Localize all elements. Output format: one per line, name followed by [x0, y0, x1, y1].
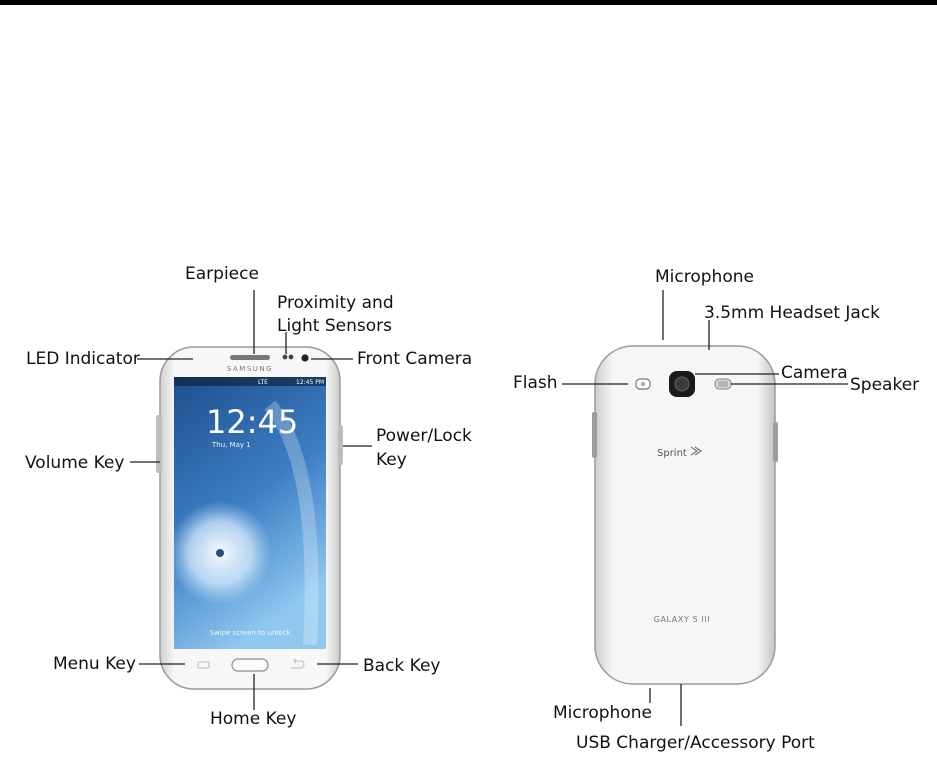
power-button — [338, 425, 343, 465]
label-flash: Flash — [513, 373, 558, 393]
volume-button — [156, 415, 162, 473]
label-front-camera: Front Camera — [357, 349, 473, 369]
label-back: Back Key — [363, 656, 441, 676]
model-logo: GALAXY S III — [654, 615, 711, 624]
label-earpiece: Earpiece — [185, 264, 259, 284]
front-camera-lens — [301, 354, 309, 362]
label-camera: Camera — [781, 363, 848, 383]
label-usb: USB Charger/Accessory Port — [576, 733, 815, 753]
lock-time: 12:45 — [206, 403, 298, 441]
front-phone: SAMSUNG LTE 12:45 PM 12:45 Thu, May 1 Sw… — [156, 346, 343, 690]
label-power-line2: Key — [376, 450, 407, 470]
label-led: LED Indicator — [26, 349, 140, 369]
carrier-swoosh-icon — [690, 446, 703, 456]
label-sensors-line2: Light Sensors — [277, 316, 392, 336]
menu-key-glyph — [197, 661, 210, 669]
earpiece-grille — [230, 355, 270, 360]
status-clock: 12:45 PM — [296, 379, 324, 386]
label-menu: Menu Key — [53, 654, 136, 674]
flash-led-core — [640, 381, 646, 387]
label-volume: Volume Key — [25, 453, 125, 473]
sensor-dot-2 — [288, 354, 294, 360]
back-volume-button — [592, 412, 597, 458]
label-power-line1: Power/Lock — [376, 426, 472, 446]
unlock-hint: Swipe screen to unlock — [210, 629, 292, 637]
brand-logo: SAMSUNG — [227, 365, 273, 373]
label-mic-top: Microphone — [655, 267, 754, 287]
home-key-button — [231, 658, 269, 672]
carrier-logo: Sprint — [657, 448, 687, 459]
top-rule — [0, 0, 937, 5]
status-network: LTE — [258, 379, 268, 386]
wallpaper-swoosh — [264, 400, 319, 646]
dandelion-center — [216, 549, 224, 557]
label-speaker: Speaker — [850, 375, 920, 395]
back-phone: Sprint GALAXY S III — [592, 345, 778, 685]
status-bar — [174, 377, 326, 386]
label-mic-bottom: Microphone — [553, 703, 652, 723]
sensor-dot-1 — [282, 354, 288, 360]
label-sensors-line1: Proximity and — [277, 293, 394, 313]
back-key-glyph — [291, 658, 305, 669]
rear-camera-lens — [674, 376, 690, 392]
back-power-button — [773, 422, 778, 462]
lock-date: Thu, May 1 — [211, 441, 251, 449]
label-home: Home Key — [210, 709, 297, 729]
back-body — [594, 345, 776, 685]
label-headset: 3.5mm Headset Jack — [704, 303, 881, 323]
